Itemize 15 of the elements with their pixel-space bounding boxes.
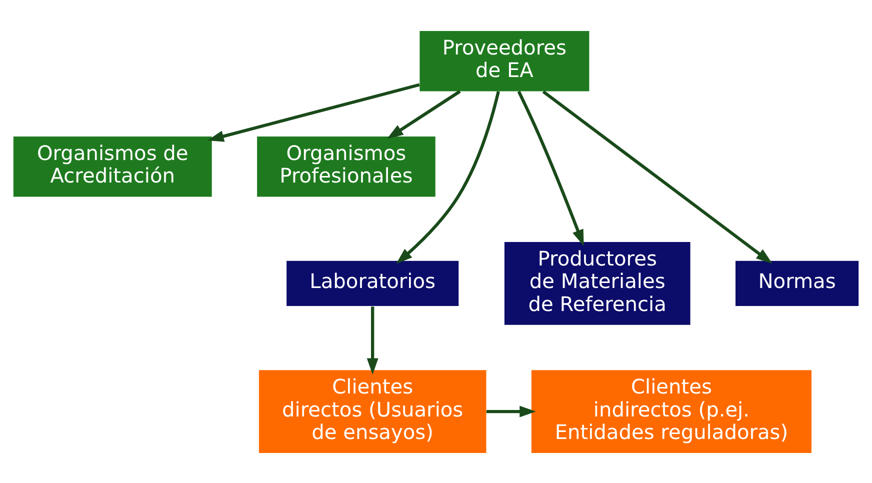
node-box: Clientes directos (Usuarios de ensayos) [258,370,486,452]
node-box: Proveedores de EA [420,30,590,91]
node-box: Laboratorios [286,260,459,306]
arrow [486,405,536,417]
node-box: Organismos de Acreditación [13,136,212,196]
arrow [517,90,584,246]
node-box: Clientes indirectos (p.ej. Entidades reguladoras) [531,370,812,452]
node-box: Productores de Materiales de Referencia [504,242,690,324]
arrow [396,90,500,264]
arrow [386,90,461,138]
arrow [207,82,420,142]
node-box: Normas [736,260,859,306]
arrow [366,306,378,374]
node-box: Organismos Profesionales [257,136,436,196]
arrow [542,90,772,264]
